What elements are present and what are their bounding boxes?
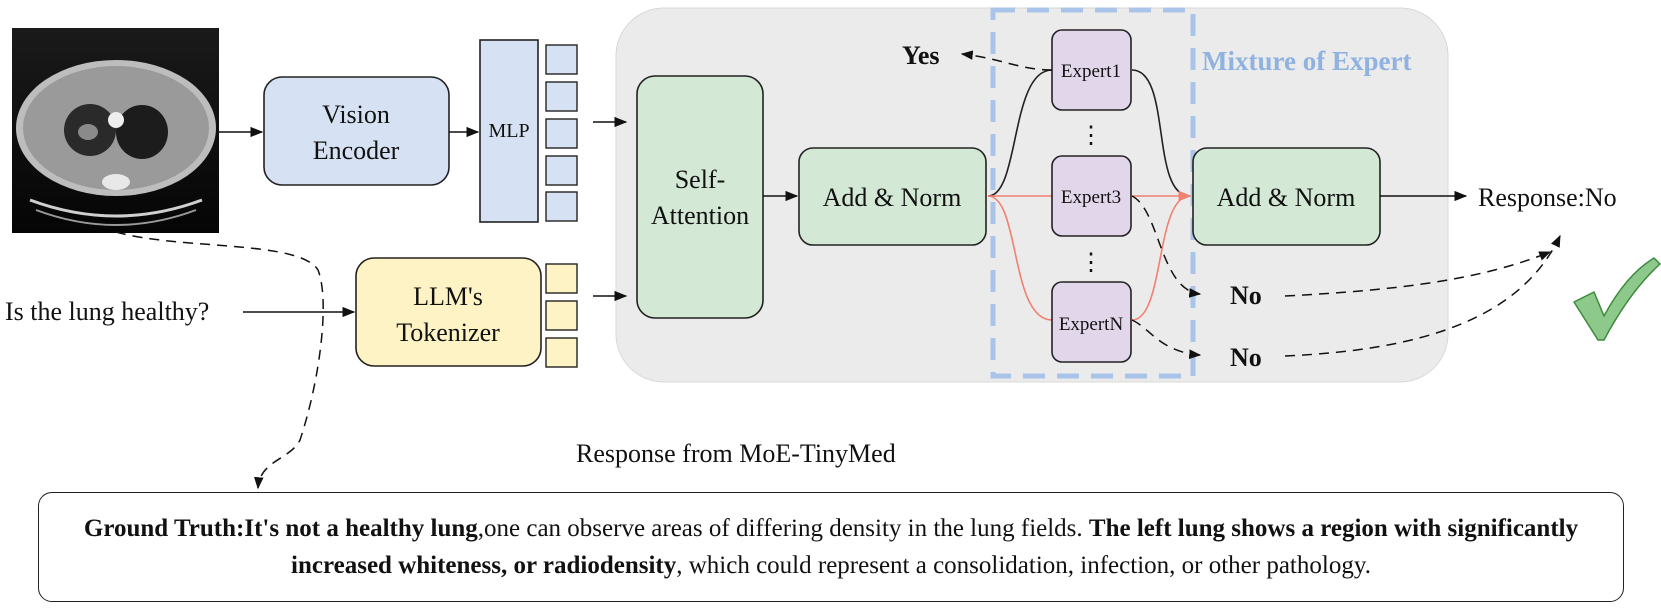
- vision-tokens: [545, 44, 578, 222]
- check-mark-icon: [1573, 257, 1661, 341]
- expertn-box: [1051, 281, 1132, 363]
- expertn-label: ExpertN: [1059, 314, 1124, 335]
- self-attention-box: [636, 75, 764, 319]
- tokenizer-label-2: Tokenizer: [396, 318, 500, 347]
- vision-encoder-label-1: Vision: [322, 100, 390, 129]
- add-norm-right-label: Add & Norm: [1217, 183, 1356, 212]
- dashed-arrows: [115, 50, 1561, 490]
- output-yes: Yes: [902, 41, 940, 70]
- ground-truth-box: Ground Truth:It's not a healthy lung,one…: [38, 492, 1624, 602]
- moe-title: Mixture of Expert: [1202, 46, 1411, 76]
- ct-scan-image: [12, 28, 219, 233]
- mlp-label: MLP: [488, 120, 529, 142]
- vision-encoder-label-2: Encoder: [313, 136, 400, 165]
- output-no-2: No: [1230, 343, 1262, 372]
- expert-dots-lower: ⋮: [1079, 250, 1103, 276]
- routing-lines: [987, 69, 1192, 321]
- input-question: Is the lung healthy?: [5, 297, 209, 326]
- ground-truth-text-2: , which could represent a consolidation,…: [676, 552, 1371, 579]
- expert1-label: Expert1: [1061, 61, 1121, 82]
- vision-encoder-box: [263, 76, 450, 186]
- ground-truth-bold-1: It's not a healthy lung: [244, 515, 478, 542]
- mlp-box: [479, 39, 539, 223]
- add-norm-left-box: [798, 147, 987, 246]
- response-caption: Response from MoE-TinyMed: [576, 439, 896, 468]
- expert3-box: [1051, 155, 1132, 237]
- ground-truth-bold-2: The left lung shows a region with signif…: [291, 515, 1579, 579]
- text-tokens: [545, 263, 578, 368]
- output-no-1: No: [1230, 281, 1262, 310]
- self-attention-label-2: Attention: [651, 201, 749, 230]
- ground-truth-text-1: ,one can observe areas of differing dens…: [477, 515, 1089, 542]
- expert3-label: Expert3: [1061, 187, 1121, 208]
- ground-truth-text: Ground Truth:It's not a healthy lung,one…: [55, 510, 1607, 584]
- expert-dots-upper: ⋮: [1079, 123, 1103, 149]
- tokenizer-label-1: LLM's: [413, 282, 483, 311]
- flow-arrows: [219, 116, 1468, 318]
- self-attention-label-1: Self-: [675, 165, 726, 194]
- response-text: Response:No: [1478, 183, 1617, 212]
- tokenizer-box: [355, 257, 542, 367]
- ground-truth-label: Ground Truth:: [83, 515, 245, 542]
- add-norm-left-label: Add & Norm: [823, 183, 962, 212]
